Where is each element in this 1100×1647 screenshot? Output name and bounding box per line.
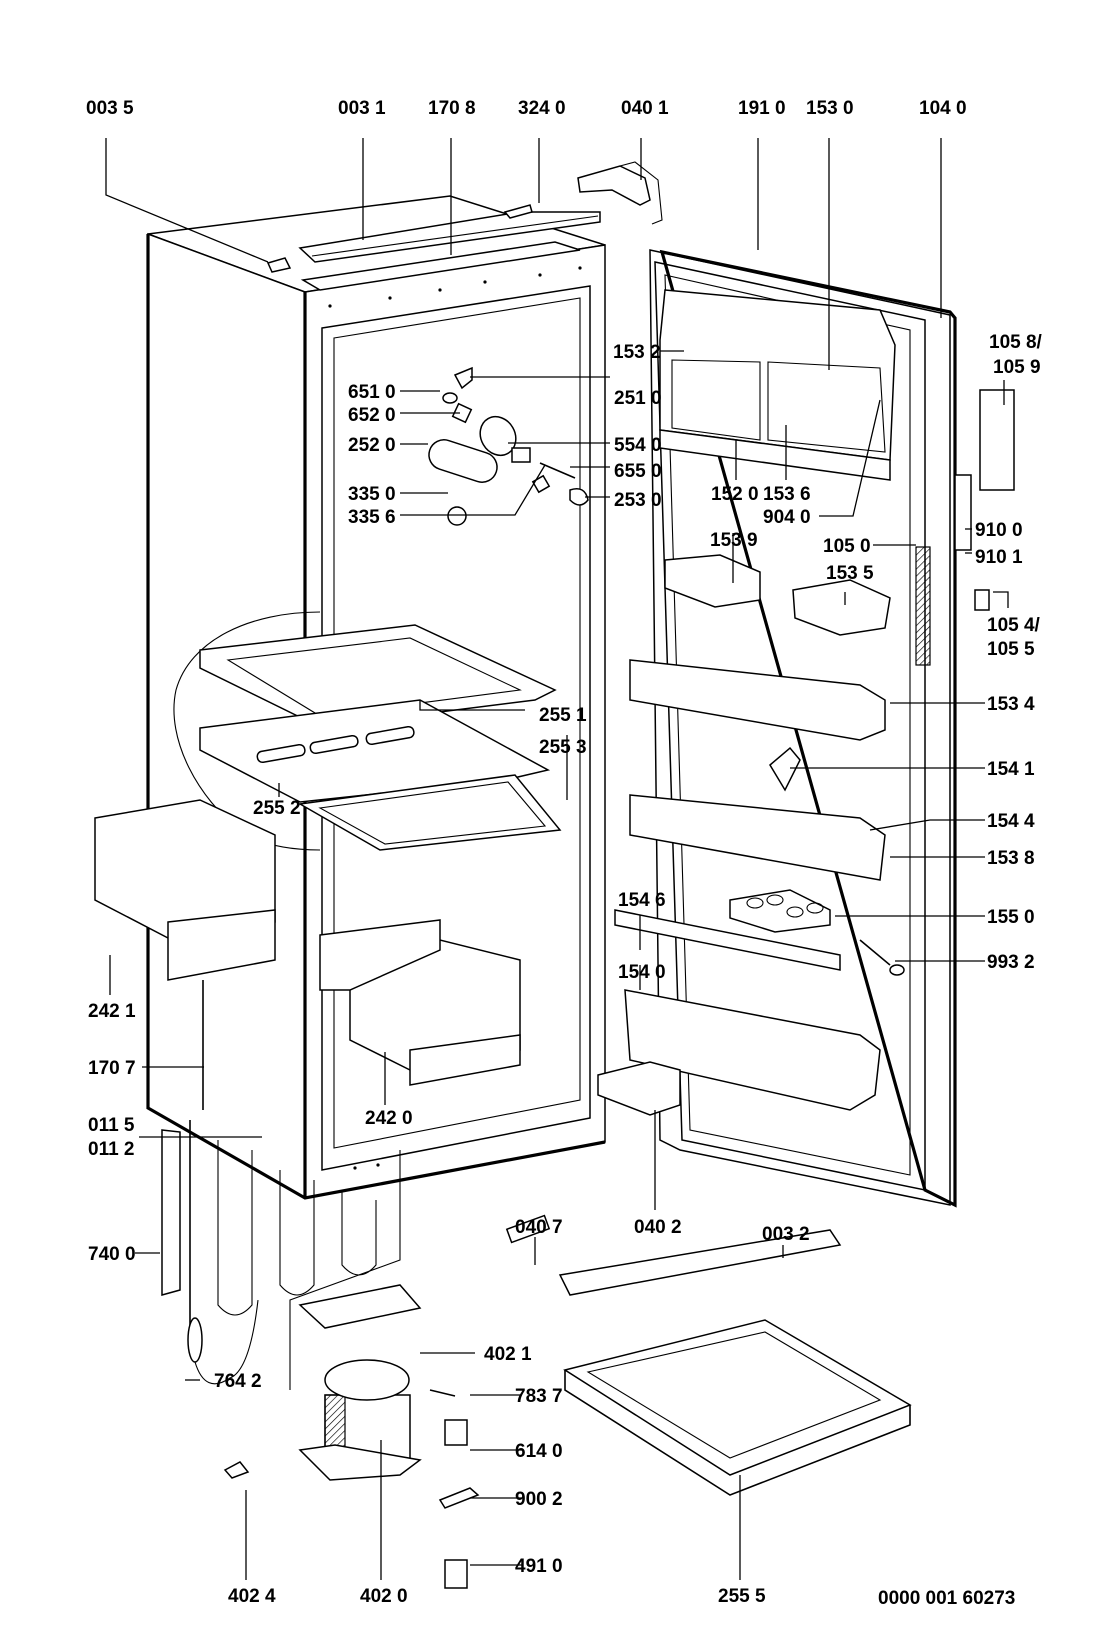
- label-003-2: 003 2: [762, 1224, 810, 1245]
- label-335-0: 335 0: [348, 484, 396, 505]
- label-040-1: 040 1: [621, 98, 669, 119]
- label-402-0: 402 0: [360, 1586, 408, 1607]
- label-910-0: 910 0: [975, 520, 1023, 541]
- top-trim-parts: [266, 161, 663, 291]
- label-900-2: 900 2: [515, 1489, 563, 1510]
- label-011-5: 011 5: [88, 1115, 135, 1136]
- label-105-9: 105 9: [993, 357, 1041, 378]
- label-651-0: 651 0: [348, 382, 396, 403]
- bottom-glass-shelf: [563, 1319, 912, 1496]
- label-155-0: 155 0: [987, 907, 1035, 928]
- label-154-4: 154 4: [987, 811, 1035, 832]
- hinge-parts: [505, 389, 1015, 1296]
- leader-lines: [105, 138, 1009, 1580]
- label-152-0: 152 0: [711, 484, 759, 505]
- label-153-8: 153 8: [987, 848, 1035, 869]
- label-011-2: 011 2: [88, 1139, 135, 1160]
- label-251-0: 251 0: [614, 388, 662, 409]
- label-255-3: 255 3: [539, 737, 587, 758]
- label-003-1: 003 1: [338, 98, 386, 119]
- label-170-7: 170 7: [88, 1058, 136, 1079]
- crisper-drawers: [94, 799, 521, 1110]
- label-764-2: 764 2: [214, 1371, 262, 1392]
- label-153-6: 153 6: [763, 484, 811, 505]
- door-shelves: [614, 289, 905, 1111]
- label-655-0: 655 0: [614, 461, 662, 482]
- label-170-8: 170 8: [428, 98, 476, 119]
- thermostat-lamp-assembly: [428, 366, 589, 526]
- label-491-0: 491 0: [515, 1556, 563, 1577]
- label-105-4: 105 4/: [987, 615, 1041, 636]
- condenser-compressor: [161, 1120, 480, 1589]
- label-242-1: 242 1: [88, 1001, 136, 1022]
- label-153-2: 153 2: [613, 342, 661, 363]
- label-105-5: 105 5: [987, 639, 1035, 660]
- label-614-0: 614 0: [515, 1441, 563, 1462]
- label-153-5: 153 5: [826, 563, 874, 584]
- label-153-0: 153 0: [806, 98, 854, 119]
- label-154-6: 154 6: [618, 890, 666, 911]
- label-104-0: 104 0: [919, 98, 967, 119]
- label-242-0: 242 0: [365, 1108, 413, 1129]
- label-154-1: 154 1: [987, 759, 1035, 780]
- label-740-0: 740 0: [88, 1244, 136, 1265]
- label-335-6: 335 6: [348, 507, 396, 528]
- door-hinge-strip: [915, 546, 931, 666]
- label-040-7: 040 7: [515, 1217, 563, 1238]
- label-652-0: 652 0: [348, 405, 396, 426]
- label-402-4: 402 4: [228, 1586, 276, 1607]
- label-153-9: 153 9: [710, 530, 758, 551]
- label-105-0: 105 0: [823, 536, 871, 557]
- label-402-1: 402 1: [484, 1344, 532, 1365]
- part-number-labels: 003 5 003 1 170 8 324 0 040 1 191 0 153 …: [86, 98, 1043, 1609]
- label-040-2: 040 2: [634, 1217, 682, 1238]
- label-783-7: 783 7: [515, 1386, 563, 1407]
- label-105-8: 105 8/: [989, 332, 1043, 353]
- label-904-0: 904 0: [763, 507, 811, 528]
- label-154-0: 154 0: [618, 962, 666, 983]
- label-255-2: 255 2: [253, 798, 301, 819]
- label-993-2: 993 2: [987, 952, 1035, 973]
- label-554-0: 554 0: [614, 435, 662, 456]
- document-code: 0000 001 60273: [878, 1588, 1015, 1609]
- label-255-1: 255 1: [539, 705, 587, 726]
- glass-shelves: [199, 624, 562, 851]
- label-253-0: 253 0: [614, 490, 662, 511]
- label-252-0: 252 0: [348, 435, 396, 456]
- label-910-1: 910 1: [975, 547, 1023, 568]
- label-153-4: 153 4: [987, 694, 1035, 715]
- label-003-5: 003 5: [86, 98, 134, 119]
- label-191-0: 191 0: [738, 98, 786, 119]
- label-255-5: 255 5: [718, 1586, 766, 1607]
- label-324-0: 324 0: [518, 98, 566, 119]
